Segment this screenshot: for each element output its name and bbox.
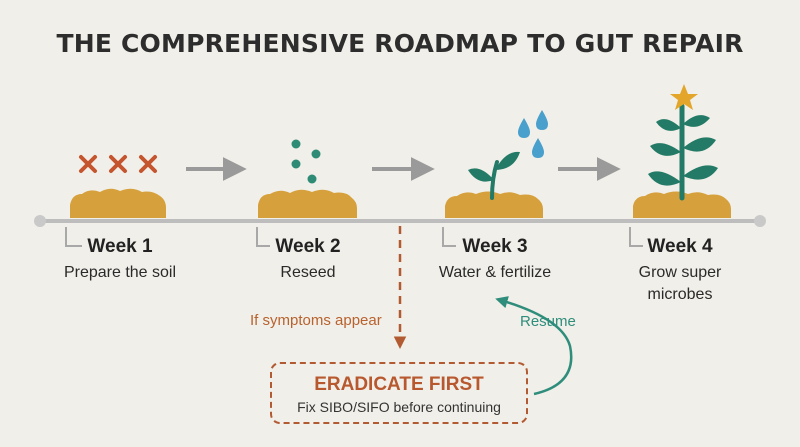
week-4-marker [629,227,643,247]
week-3-description: Water & fertilize [438,264,552,281]
timeline-end-dot [754,215,766,227]
soil-mound-2 [258,189,357,218]
week-1-description: Prepare the soil [63,264,177,281]
x-mark-icon [109,155,127,173]
week-4-description: Grow super microbes [638,264,722,303]
week-2-description: Reseed [280,264,336,281]
week-2-marker [256,227,270,247]
star-icon [670,84,698,110]
week-3-marker [442,227,456,247]
eradicate-title: ERADICATE FIRST [314,374,484,395]
page-title: THE COMPREHENSIVE ROADMAP TO GUT REPAIR [56,29,744,58]
week-1-marker [65,227,82,247]
eradicate-box: ERADICATE FIRST Fix SIBO/SIFO before con… [270,362,528,424]
sprout-icon [468,151,520,200]
branch-condition-label: If symptoms appear [250,312,382,329]
resume-label: Resume [520,313,576,330]
week-3-label: Week 3 [462,236,528,257]
water-drop-icon [532,138,544,158]
x-mark-icon [79,155,97,173]
week-2-label: Week 2 [275,236,341,257]
soil-mound-3 [445,191,543,218]
soil-mound-1 [70,188,166,218]
week-4-label: Week 4 [647,236,713,257]
plant-icon [648,103,718,201]
water-drop-icon [536,110,548,130]
week-1-label: Week 1 [87,236,153,257]
soil-mound-4 [633,191,731,218]
timeline-start-dot [34,215,46,227]
eradicate-subtitle: Fix SIBO/SIFO before continuing [297,399,501,415]
seed-icon [291,139,321,184]
resume-arrow [495,296,573,396]
water-drop-icon [518,118,530,138]
x-mark-icon [139,155,157,173]
